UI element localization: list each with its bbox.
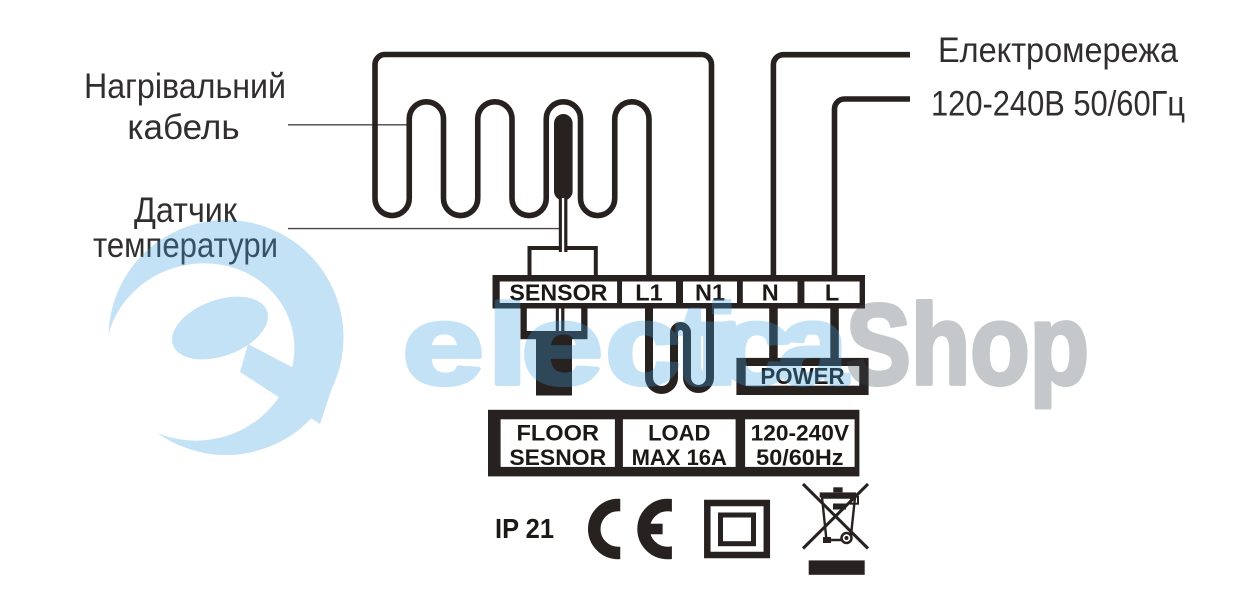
svg-text:SESNOR: SESNOR — [509, 445, 606, 470]
svg-text:i: i — [706, 282, 738, 409]
svg-text:e: e — [402, 281, 484, 409]
svg-text:l: l — [487, 281, 528, 409]
svg-text:c: c — [719, 282, 792, 409]
svg-text:Нагрівальний: Нагрівальний — [84, 67, 286, 106]
svg-text:MAX 16A: MAX 16A — [632, 445, 727, 470]
svg-text:SENSOR: SENSOR — [509, 279, 607, 305]
svg-text:L: L — [825, 279, 839, 305]
svg-text:a: a — [778, 282, 849, 409]
svg-text:r: r — [698, 282, 736, 409]
svg-text:N: N — [762, 279, 779, 305]
svg-text:кабель: кабель — [127, 108, 239, 147]
svg-text:LOAD: LOAD — [648, 421, 710, 446]
svg-text:Електромережа: Електромережа — [938, 31, 1178, 70]
svg-text:температури: температури — [93, 226, 278, 265]
svg-text:50/60Hz: 50/60Hz — [756, 445, 843, 470]
svg-text:t: t — [676, 280, 712, 408]
svg-text:120-240В 50/60Гц: 120-240В 50/60Гц — [931, 85, 1185, 124]
svg-text:POWER: POWER — [760, 363, 845, 389]
svg-text:e: e — [521, 281, 603, 409]
svg-text:120-240V: 120-240V — [751, 421, 850, 446]
svg-text:L1: L1 — [635, 279, 662, 305]
svg-text:FLOOR: FLOOR — [517, 421, 600, 446]
svg-text:N1: N1 — [695, 279, 725, 305]
svg-text:Shop: Shop — [846, 282, 1089, 409]
svg-text:c: c — [605, 281, 681, 409]
svg-text:Датчик: Датчик — [134, 191, 238, 230]
svg-text:IP 21: IP 21 — [495, 513, 554, 544]
